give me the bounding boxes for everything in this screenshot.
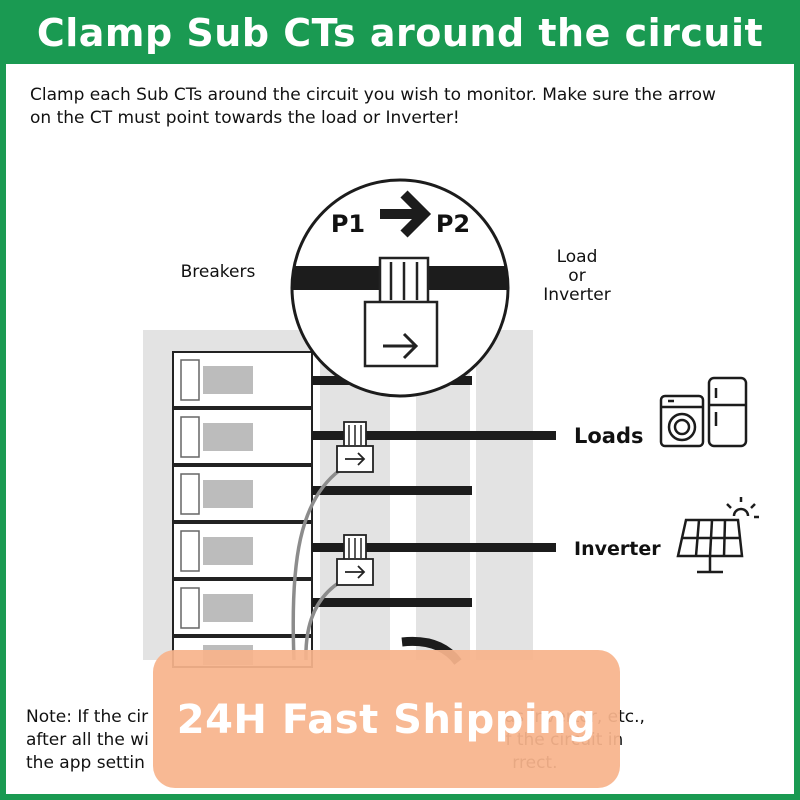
shipping-banner: 24H Fast Shipping <box>153 650 620 788</box>
note-line-3: the app settin rrect. <box>26 753 558 773</box>
circuit-wire-inverter <box>312 543 556 552</box>
breakers-label: Breakers <box>181 262 256 282</box>
load-or-inverter-line-1: Load <box>557 247 598 267</box>
ct-cable <box>291 468 342 661</box>
solar-panel-icon <box>676 497 759 574</box>
circuit-wire-loads <box>312 431 556 440</box>
instruction-text: Clamp each Sub CTs around the circuit yo… <box>30 84 780 130</box>
washing-machine-icon <box>659 394 705 448</box>
instruction-line-1: Clamp each Sub CTs around the circuit yo… <box>30 85 716 105</box>
breaker-5 <box>172 579 313 636</box>
busbar-right <box>470 330 476 660</box>
breaker-1 <box>172 351 313 408</box>
ct-cable <box>304 580 341 661</box>
loads-label: Loads <box>574 424 644 448</box>
p2-label: P2 <box>436 210 470 238</box>
circuit-wire <box>312 598 472 607</box>
ct-clamp-loads <box>336 421 374 473</box>
breaker-3 <box>172 465 313 522</box>
p1-to-p2-arrow-icon <box>380 190 432 238</box>
breaker-4 <box>172 522 313 579</box>
page-title: Clamp Sub CTs around the circuit <box>0 0 800 64</box>
ct-clamp-inverter <box>336 534 374 586</box>
breaker-2 <box>172 408 313 465</box>
inverter-label: Inverter <box>574 538 661 560</box>
load-or-inverter-line-3: Inverter <box>543 285 610 305</box>
ct-direction-arrow <box>383 332 419 360</box>
circuit-wire <box>312 486 472 495</box>
ct-magnified-view <box>290 178 510 398</box>
p1-label: P1 <box>331 210 365 238</box>
load-or-inverter-line-2: or <box>568 266 585 286</box>
refrigerator-icon <box>707 376 748 448</box>
instruction-line-2: on the CT must point towards the load or… <box>30 108 460 128</box>
